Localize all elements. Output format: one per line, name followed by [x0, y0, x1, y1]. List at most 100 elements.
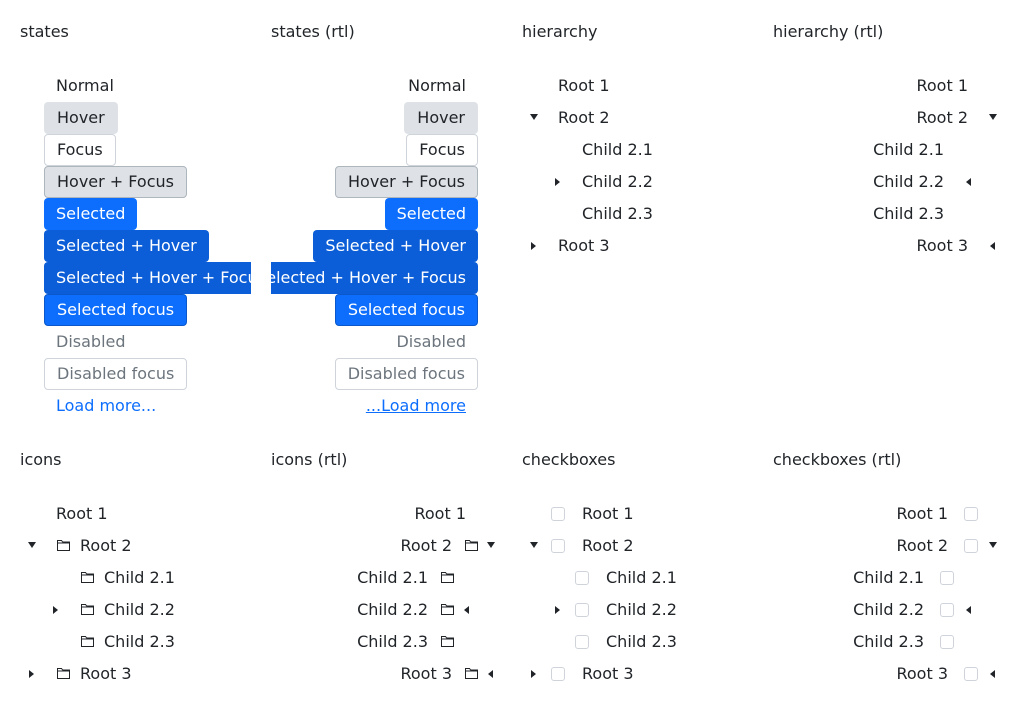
- chevron-down-icon[interactable]: [530, 114, 538, 120]
- tree-item-root-2[interactable]: Root 2: [522, 102, 753, 134]
- chevron-right-icon[interactable]: [555, 178, 560, 186]
- tree-item-child-2-1[interactable]: Child 2.1: [20, 562, 251, 594]
- tree-states-rtl: Normal Hover Focus Hover + Focus Selecte…: [271, 70, 502, 422]
- tree-item-child-2-1[interactable]: Child 2.1: [522, 134, 753, 166]
- tree-item-child-2-3[interactable]: Child 2.3: [773, 626, 1004, 658]
- chevron-right-icon[interactable]: [531, 242, 536, 250]
- tree-item-root-3[interactable]: Root 3: [522, 658, 753, 690]
- tree-item-root-1[interactable]: Root 1: [522, 70, 753, 102]
- tree-item-root-1[interactable]: Root 1: [20, 498, 251, 530]
- tree-item-hover[interactable]: Hover: [271, 102, 502, 134]
- tree-item-selected-focus[interactable]: Selected focus: [271, 294, 502, 326]
- chevron-down-icon[interactable]: [28, 542, 36, 548]
- chevron-left-icon[interactable]: [990, 670, 995, 678]
- tree-item-child-2-2[interactable]: Child 2.2: [773, 594, 1004, 626]
- checkbox[interactable]: [964, 539, 978, 553]
- tree-item-child-2-1[interactable]: Child 2.1: [271, 562, 502, 594]
- tree-item-hover[interactable]: Hover: [20, 102, 251, 134]
- checkbox[interactable]: [575, 635, 589, 649]
- tree-item-child-2-2[interactable]: Child 2.2: [522, 594, 753, 626]
- chevron-down-icon[interactable]: [487, 542, 495, 548]
- tree-item-child-2-2[interactable]: Child 2.2: [522, 166, 753, 198]
- tree-item-child-2-2[interactable]: Child 2.2: [271, 594, 502, 626]
- tree-item-root-2[interactable]: Root 2: [773, 102, 1004, 134]
- tree-item-selected-focus[interactable]: Selected focus: [20, 294, 251, 326]
- tree-item-child-2-3[interactable]: Child 2.3: [271, 626, 502, 658]
- tree-item-label: Root 2: [896, 536, 948, 555]
- chevron-down-icon[interactable]: [989, 114, 997, 120]
- load-more-link[interactable]: Load more...: [20, 390, 251, 422]
- checkbox[interactable]: [964, 507, 978, 521]
- tree-item-label: Child 2.1: [104, 568, 175, 587]
- tree-item-child-2-1[interactable]: Child 2.1: [773, 134, 1004, 166]
- tree-item-root-3[interactable]: Root 3: [271, 658, 502, 690]
- chevron-down-icon[interactable]: [989, 542, 997, 548]
- tree-item-child-2-3[interactable]: Child 2.3: [773, 198, 1004, 230]
- tree-item-label: Child 2.1: [582, 140, 653, 159]
- tree-item-label: Selected + Hover: [313, 230, 478, 262]
- tree-item-root-3[interactable]: Root 3: [522, 230, 753, 262]
- tree-item-root-1[interactable]: Root 1: [522, 498, 753, 530]
- tree-item-label: Hover + Focus: [335, 166, 478, 198]
- chevron-right-icon[interactable]: [29, 670, 34, 678]
- tree-item-label: Root 3: [80, 664, 132, 683]
- tree-item-root-2[interactable]: Root 2: [522, 530, 753, 562]
- checkbox[interactable]: [964, 667, 978, 681]
- tree-item-child-2-1[interactable]: Child 2.1: [522, 562, 753, 594]
- tree-item-selected[interactable]: Selected: [271, 198, 502, 230]
- checkbox[interactable]: [940, 571, 954, 585]
- tree-item-label: Child 2.2: [582, 172, 653, 191]
- tree-item-child-2-2[interactable]: Child 2.2: [773, 166, 1004, 198]
- tree-item-child-2-3[interactable]: Child 2.3: [522, 626, 753, 658]
- tree-item-hover-focus[interactable]: Hover + Focus: [20, 166, 251, 198]
- chevron-right-icon[interactable]: [531, 670, 536, 678]
- checkbox[interactable]: [940, 603, 954, 617]
- chevron-left-icon[interactable]: [966, 606, 971, 614]
- checkbox[interactable]: [940, 635, 954, 649]
- chevron-left-icon[interactable]: [488, 670, 493, 678]
- tree-item-selected-hover[interactable]: Selected + Hover: [271, 230, 502, 262]
- checkbox[interactable]: [551, 507, 565, 521]
- checkbox[interactable]: [551, 539, 565, 553]
- tree-item-root-1[interactable]: Root 1: [773, 70, 1004, 102]
- tree-item-normal[interactable]: Normal: [271, 70, 502, 102]
- tree-item-focus[interactable]: Focus: [20, 134, 251, 166]
- tree-item-child-2-3[interactable]: Child 2.3: [20, 626, 251, 658]
- tree-item-label: Root 3: [582, 664, 634, 683]
- tree-item-child-2-1[interactable]: Child 2.1: [773, 562, 1004, 594]
- tree-item-child-2-3[interactable]: Child 2.3: [522, 198, 753, 230]
- chevron-down-icon[interactable]: [530, 542, 538, 548]
- tree-item-label: Root 1: [558, 76, 610, 95]
- tree-item-child-2-2[interactable]: Child 2.2: [20, 594, 251, 626]
- tree-item-label: Root 3: [400, 664, 452, 683]
- chevron-right-icon[interactable]: [53, 606, 58, 614]
- chevron-left-icon[interactable]: [464, 606, 469, 614]
- tree-item-root-2[interactable]: Root 2: [271, 530, 502, 562]
- tree-item-selected-hover-focus[interactable]: Selected + Hover + Focus: [271, 262, 502, 294]
- tree-item-normal[interactable]: Normal: [20, 70, 251, 102]
- checkbox[interactable]: [575, 571, 589, 585]
- tree-item-hover-focus[interactable]: Hover + Focus: [271, 166, 502, 198]
- tree-item-selected[interactable]: Selected: [20, 198, 251, 230]
- tree-item-selected-hover[interactable]: Selected + Hover: [20, 230, 251, 262]
- tree-item-root-1[interactable]: Root 1: [773, 498, 1004, 530]
- chevron-right-icon[interactable]: [555, 606, 560, 614]
- tree-item-focus[interactable]: Focus: [271, 134, 502, 166]
- tree-item-root-3[interactable]: Root 3: [773, 230, 1004, 262]
- load-more-link[interactable]: ...Load more: [271, 390, 502, 422]
- tree-item-root-2[interactable]: Root 2: [773, 530, 1004, 562]
- tree-item-label: Selected focus: [44, 294, 188, 326]
- checkbox[interactable]: [551, 667, 565, 681]
- tree-item-root-3[interactable]: Root 3: [20, 658, 251, 690]
- tree-checkboxes-rtl: Root 1 Root 2 Child 2.1 Child 2.2 Child …: [773, 498, 1004, 690]
- tree-item-root-1[interactable]: Root 1: [271, 498, 502, 530]
- tree-item-root-2[interactable]: Root 2: [20, 530, 251, 562]
- tree-item-selected-hover-focus[interactable]: Selected + Hover + Focus: [20, 262, 251, 294]
- tree-item-label: Child 2.2: [357, 600, 428, 619]
- chevron-left-icon[interactable]: [990, 242, 995, 250]
- tree-item-root-3[interactable]: Root 3: [773, 658, 1004, 690]
- checkbox[interactable]: [575, 603, 589, 617]
- folder-icon: [441, 572, 454, 583]
- chevron-left-icon[interactable]: [966, 178, 971, 186]
- tree-item-label: Selected + Hover: [44, 230, 209, 262]
